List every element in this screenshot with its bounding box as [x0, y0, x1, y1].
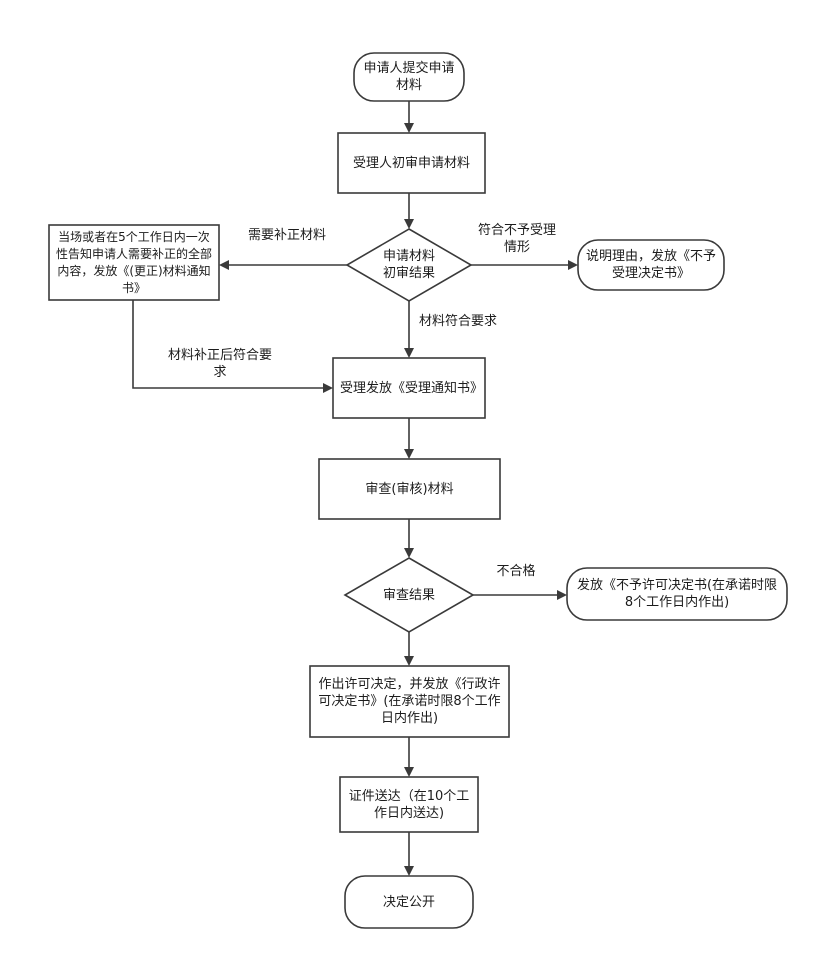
- arrow-review-to-review-result: [404, 548, 414, 558]
- edge-supplement-to-accept: [132, 300, 323, 389]
- reject-notice-label: 说明理由，发放《不予受理决定书》: [586, 249, 717, 281]
- initial-result-label: 申请材料初审结果: [382, 249, 435, 281]
- publish-label: 决定公开: [382, 894, 435, 910]
- grant-permit-box-shape: [309, 665, 510, 738]
- arrow-result-to-accept: [404, 348, 414, 358]
- initial-review-box-shape: [337, 132, 486, 194]
- deliver-label: 证件送达（在10个工作日内送达): [348, 788, 470, 821]
- grant-permit-label: 作出许可决定，并发放《行政许可决定书》(在承诺时限8个工作日内作出): [318, 677, 501, 726]
- supplement-notice-box-shape: [48, 224, 220, 301]
- review-box-shape: [318, 458, 501, 520]
- arrow-review-to-result: [404, 219, 414, 229]
- arrow-result-to-supplement: [219, 260, 229, 270]
- edge-label-after-supplement: 材料补正后符合要求: [167, 348, 272, 380]
- accept-notice-label: 受理发放《受理通知书》: [340, 380, 484, 396]
- review-result-label: 审查结果: [382, 587, 435, 603]
- arrow-review-result-to-grant: [404, 656, 414, 666]
- start-terminal-label: 申请人提交申请材料: [363, 61, 455, 93]
- deliver-box-shape: [339, 776, 479, 833]
- deny-permit-label: 发放《不予许可决定书(在承诺时限8个工作日内作出): [576, 578, 778, 610]
- edge-label-meets-requirements: 材料符合要求: [419, 314, 498, 329]
- deny-permit-terminal-shape: [566, 567, 788, 621]
- review-label: 审查(审核)材料: [365, 481, 454, 497]
- edge-label-not-accepted: 符合不予受理情形: [477, 223, 556, 255]
- edge-label-need-supplement: 需要补正材料: [247, 228, 326, 243]
- arrow-accept-to-review: [404, 449, 414, 459]
- edge-label-unqualified: 不合格: [496, 564, 536, 579]
- arrow-review-result-to-deny: [557, 590, 567, 600]
- arrow-start-to-review: [404, 123, 414, 133]
- initial-review-label: 受理人初审申请材料: [352, 155, 470, 171]
- arrow-supplement-to-accept: [323, 383, 333, 393]
- arrow-grant-to-deliver: [404, 767, 414, 777]
- arrow-deliver-to-publish: [404, 866, 414, 876]
- supplement-notice-label: 当场或者在5个工作日内一次性告知申请人需要补正的全部内容，发放《(更正)材料通知…: [55, 229, 212, 295]
- arrow-result-to-reject: [568, 260, 578, 270]
